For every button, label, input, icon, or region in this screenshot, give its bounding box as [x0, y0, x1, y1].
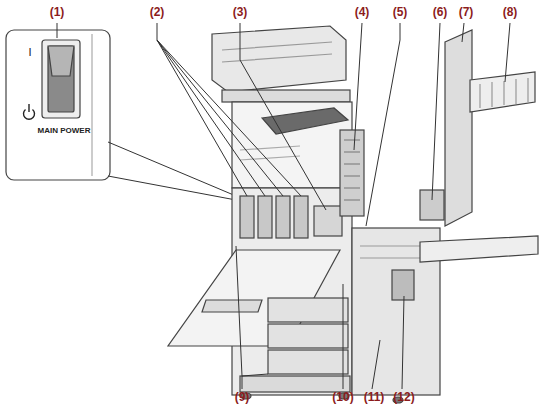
printer-body	[268, 324, 348, 348]
leader-line	[505, 23, 510, 82]
printer-body	[276, 196, 290, 238]
leader-line	[372, 340, 380, 389]
callout-number: (1)	[50, 6, 65, 20]
printer-body	[222, 42, 332, 62]
printer-body	[294, 196, 308, 238]
power-switch-inset	[42, 40, 80, 118]
printer-body	[392, 270, 414, 300]
callout-number: (2)	[150, 6, 165, 20]
callout-number: (3)	[233, 6, 248, 20]
power-switch-inset	[28, 104, 29, 112]
power-switch-inset	[48, 46, 74, 112]
printer-body	[258, 196, 272, 238]
callout-number: (8)	[503, 6, 518, 20]
switch-marking: MAIN POWER	[38, 126, 91, 135]
callout-number: (10)	[332, 391, 353, 405]
leader-line	[240, 23, 326, 210]
callout-number: (4)	[355, 6, 370, 20]
printer-body	[470, 72, 535, 112]
printer-body	[480, 78, 528, 108]
power-switch-inset	[6, 30, 110, 180]
printer-body	[240, 376, 350, 392]
printer-body	[168, 26, 538, 403]
power-switch-inset	[6, 30, 110, 180]
leader-line	[57, 23, 510, 389]
printer-body	[268, 350, 348, 374]
leader-line	[402, 296, 404, 389]
leader-line	[236, 246, 268, 389]
leader-line	[57, 23, 58, 38]
printer-body	[314, 206, 342, 236]
leader-line	[462, 23, 464, 42]
callout-number: (9)	[235, 391, 250, 405]
callout-number: (5)	[393, 6, 408, 20]
power-switch-inset	[48, 46, 74, 76]
callout-number: (6)	[433, 6, 448, 20]
printer-body	[420, 236, 538, 262]
leader-line	[432, 23, 440, 200]
printer-body	[212, 26, 346, 92]
leader-line	[157, 23, 301, 196]
printer-body	[222, 90, 350, 102]
callout-number: (12)	[393, 391, 414, 405]
printer-body	[340, 130, 364, 216]
power-switch-inset	[91, 34, 92, 176]
leader-line	[354, 23, 362, 150]
callout-number: (11)	[364, 391, 385, 405]
printer-body	[268, 298, 348, 322]
leader-line	[343, 284, 344, 389]
switch-marking: I	[28, 46, 31, 59]
printer-body	[344, 140, 360, 200]
printer-body	[202, 300, 262, 312]
leader-line	[366, 23, 400, 226]
callout-number: (7)	[459, 6, 474, 20]
printer-body	[445, 30, 472, 226]
leader-line	[108, 176, 236, 200]
printer-body	[240, 196, 254, 238]
